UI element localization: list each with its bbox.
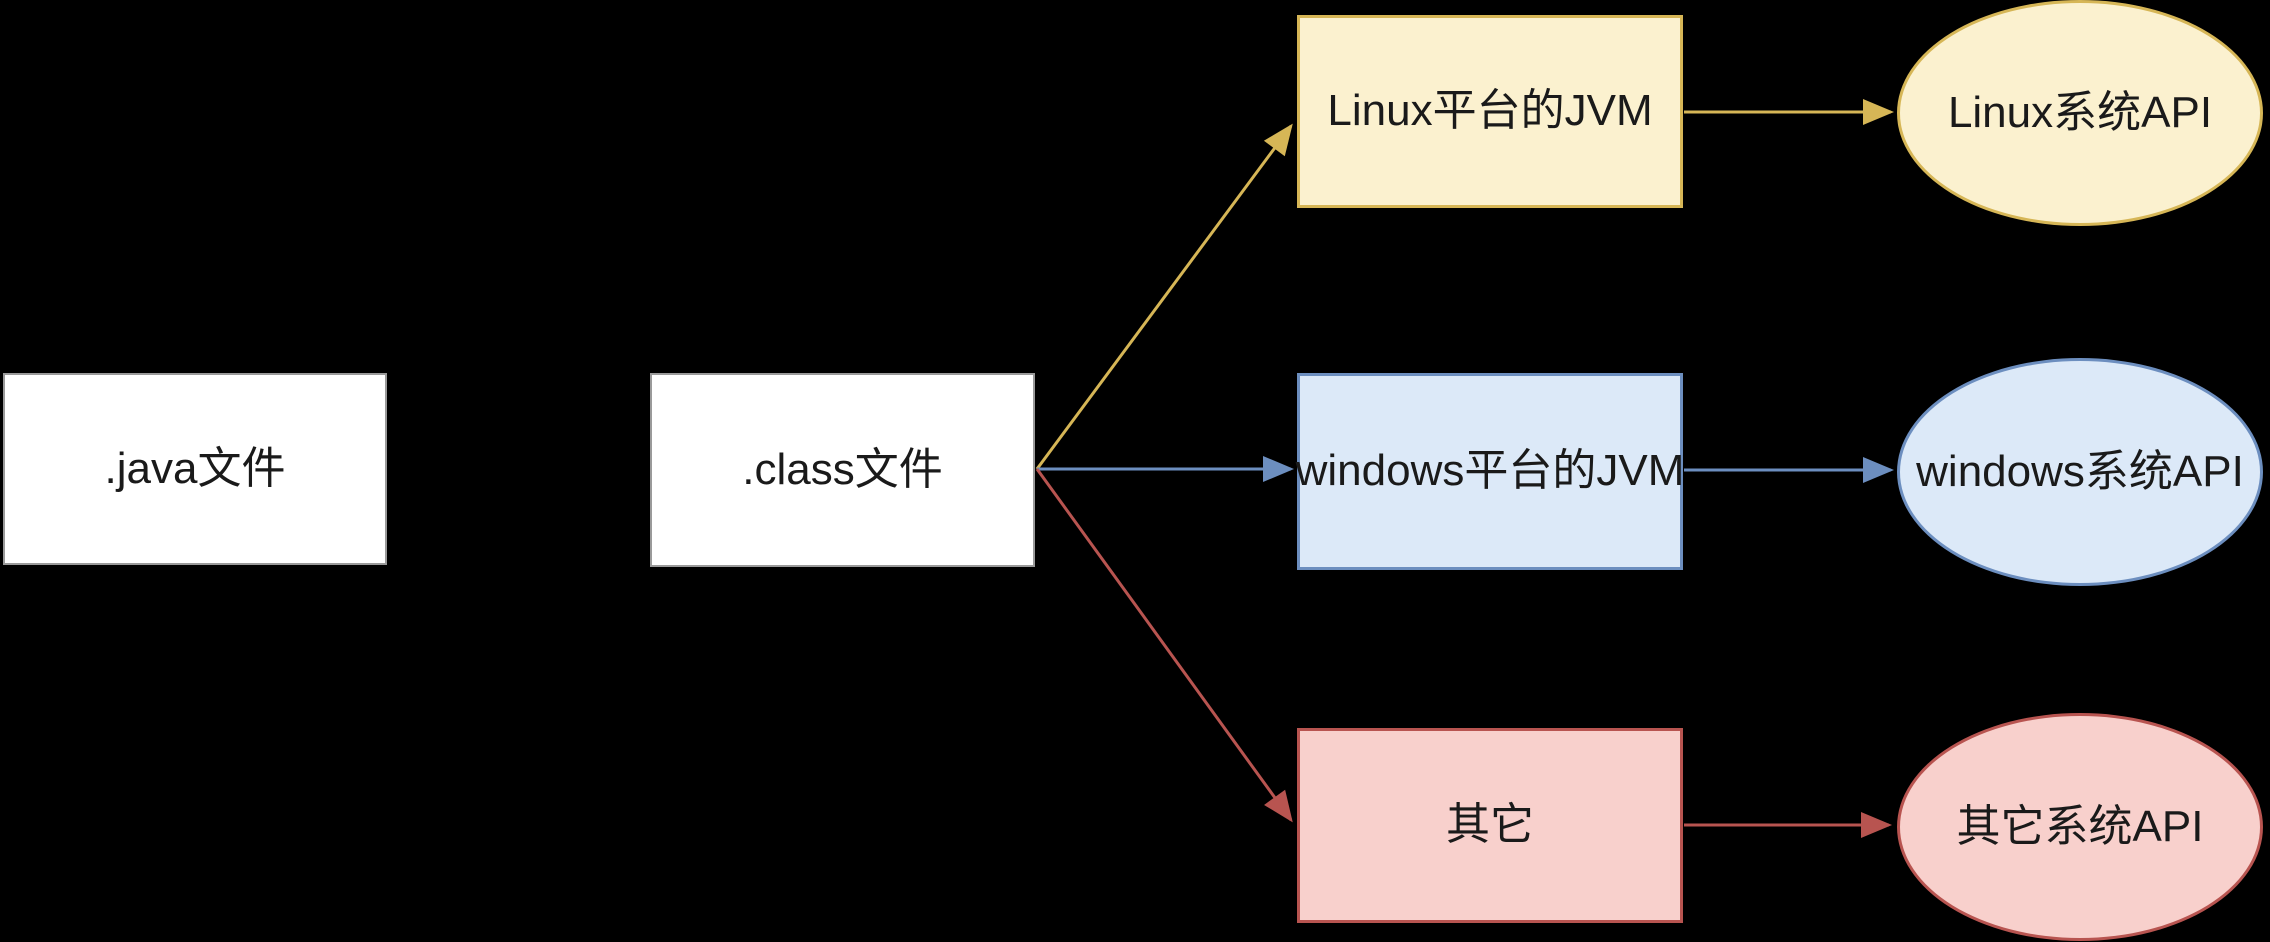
node-other-api-label: 其它系统API xyxy=(1956,801,2204,851)
node-other-jvm-label: 其它 xyxy=(1446,800,1534,850)
node-linux-api-label: Linux系统API xyxy=(1947,87,2213,137)
node-windows-jvm-label: windows平台的JVM xyxy=(1295,446,1685,496)
node-linux-api: Linux系统API xyxy=(1897,0,2263,226)
node-other-api: 其它系统API xyxy=(1897,713,2263,941)
node-linux-jvm-label: Linux平台的JVM xyxy=(1327,86,1653,136)
edge-class-to-linux-jvm xyxy=(1035,123,1293,470)
node-windows-api: windows系统API xyxy=(1897,358,2263,586)
node-java-file: .java文件 xyxy=(3,373,387,565)
node-class-file: .class文件 xyxy=(650,373,1035,567)
node-other-jvm: 其它 xyxy=(1297,728,1683,923)
node-java-file-label: .java文件 xyxy=(104,443,286,493)
node-windows-api-label: windows系统API xyxy=(1916,446,2244,496)
node-linux-jvm: Linux平台的JVM xyxy=(1297,15,1683,208)
node-class-file-label: .class文件 xyxy=(742,444,943,494)
edge-class-to-other-jvm xyxy=(1035,468,1293,823)
node-windows-jvm: windows平台的JVM xyxy=(1295,373,1685,570)
